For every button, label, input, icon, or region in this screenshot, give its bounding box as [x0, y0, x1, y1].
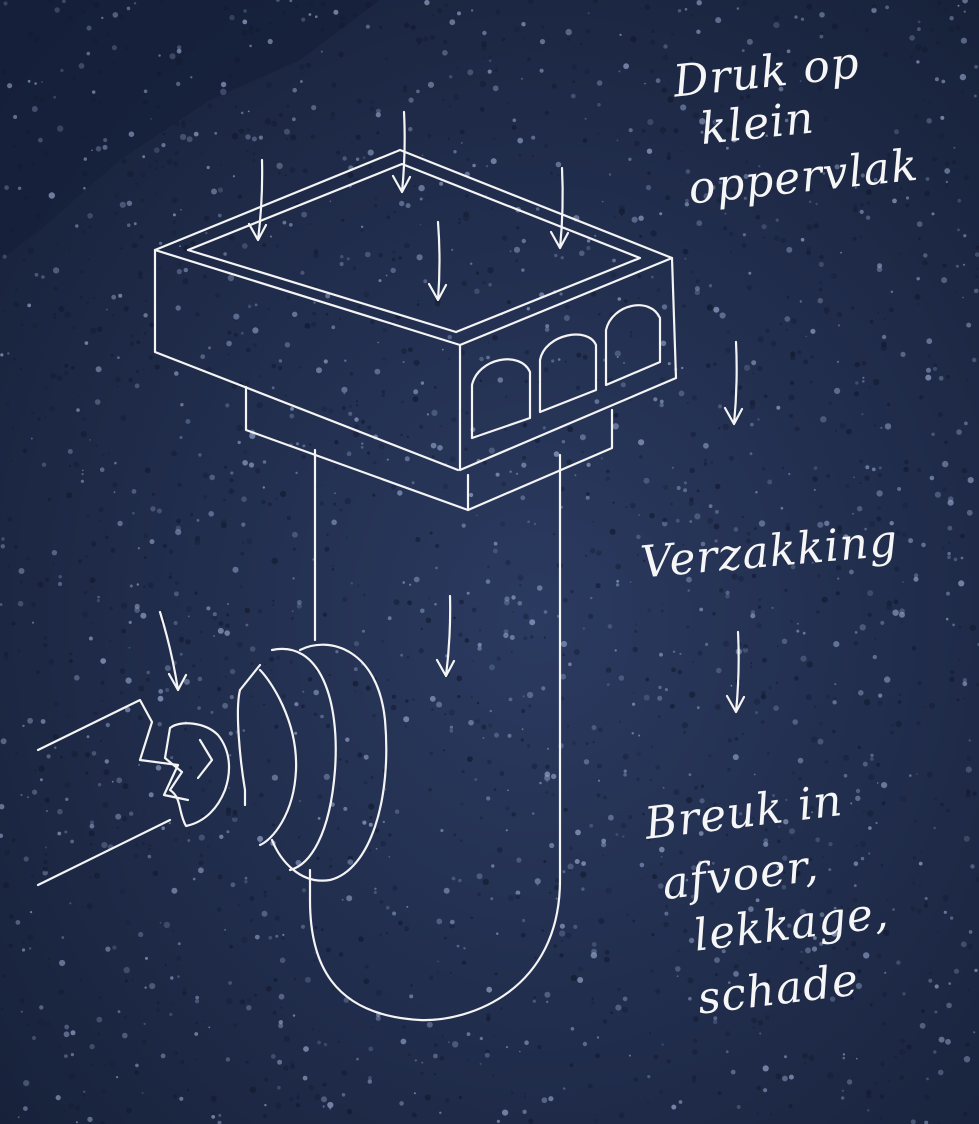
- down-arrow-icon: [160, 612, 186, 690]
- label-settling: Verzakking: [639, 515, 901, 588]
- drain-box: [155, 150, 676, 510]
- label-pressure-line-2: klein: [698, 92, 817, 155]
- down-arrow-icon: [249, 160, 266, 240]
- down-arrow-icon: [551, 168, 568, 248]
- down-arrow-icon: [727, 632, 744, 712]
- label-break-line-1: Breuk in: [641, 775, 846, 850]
- down-arrow-icon: [429, 222, 446, 300]
- down-arrow-icon: [437, 596, 454, 676]
- drain-pipe: [38, 450, 560, 1020]
- label-break-line-4: schade: [695, 954, 862, 1024]
- pressure-arrows: [160, 112, 744, 712]
- label-break: Breuk in afvoer, lekkage, schade: [641, 771, 899, 1029]
- down-arrow-icon: [725, 342, 742, 424]
- label-pressure: Druk op klein oppervlak: [670, 32, 921, 215]
